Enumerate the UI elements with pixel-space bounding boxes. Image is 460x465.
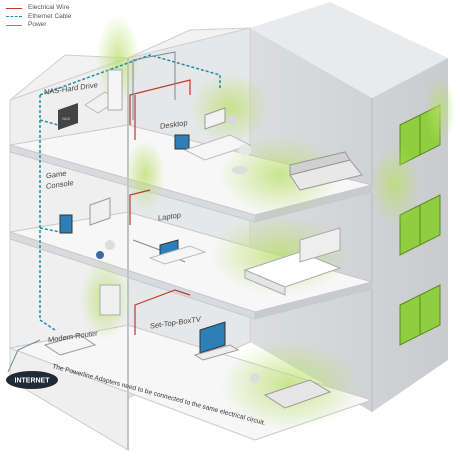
legend-electrical-wire-label: Electrical Wire [28, 4, 70, 11]
legend-ethernet-cable: Ethernet Cable [6, 13, 71, 22]
legend-power-label: Power [28, 21, 47, 28]
legend-electrical-wire: Electrical Wire [6, 4, 71, 13]
electrical-wire-swatch [6, 7, 22, 9]
internet-label: INTERNET [15, 378, 51, 385]
legend: Electrical Wire Ethernet Cable Power [6, 4, 71, 30]
legend-ethernet-cable-label: Ethernet Cable [28, 12, 72, 20]
ethernet-cables [39, 54, 221, 331]
laptop [148, 239, 207, 265]
roof-right [250, 2, 448, 98]
modem-router-device [43, 284, 121, 356]
power-swatch [6, 24, 22, 26]
svg-text:NAS: NAS [62, 116, 71, 121]
legend-power: Power [6, 21, 71, 30]
desktop-setup [174, 107, 252, 174]
nas-hard-drive: NAS [58, 69, 123, 130]
game-console [59, 197, 115, 259]
internet-badge: INTERNET [6, 371, 58, 389]
electrical-wires [129, 79, 191, 335]
tv-set [193, 321, 332, 409]
ethernet-cable-swatch [6, 16, 22, 18]
bed [243, 227, 342, 296]
sofa [289, 151, 363, 191]
house-right-wall [250, 28, 448, 412]
